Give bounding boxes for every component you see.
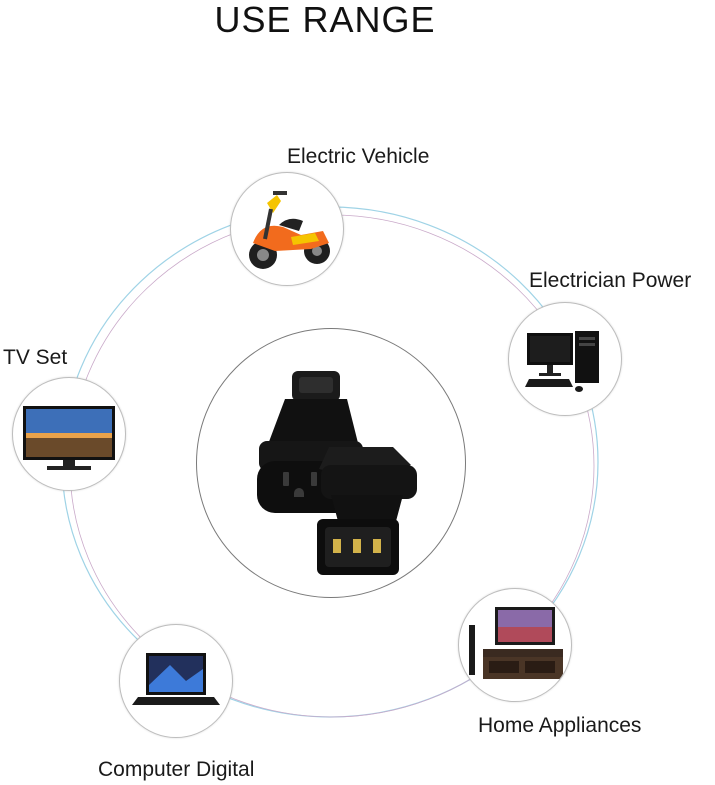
label-electrician-power: Electrician Power <box>529 269 692 292</box>
label-computer-digital: Computer Digital <box>98 758 255 781</box>
home-appliances-bubble <box>458 588 572 702</box>
male-adapter-icon <box>317 447 417 575</box>
computer-digital-bubble <box>119 624 233 738</box>
label-home-appliances: Home Appliances <box>478 714 642 737</box>
home-theater-icon <box>469 607 563 679</box>
scooter-icon <box>249 191 330 269</box>
label-electric-vehicle: Electric Vehicle <box>287 145 430 168</box>
electric-vehicle-bubble <box>230 172 344 286</box>
adapter-product-image <box>196 328 466 598</box>
tv-set-bubble <box>12 377 126 491</box>
label-tv-set: TV Set <box>3 346 68 369</box>
desktop-computer-icon <box>525 331 599 392</box>
tv-icon <box>23 406 115 470</box>
page-title: USE RANGE <box>214 0 436 40</box>
electrician-power-bubble <box>508 302 622 416</box>
laptop-icon <box>132 653 220 705</box>
